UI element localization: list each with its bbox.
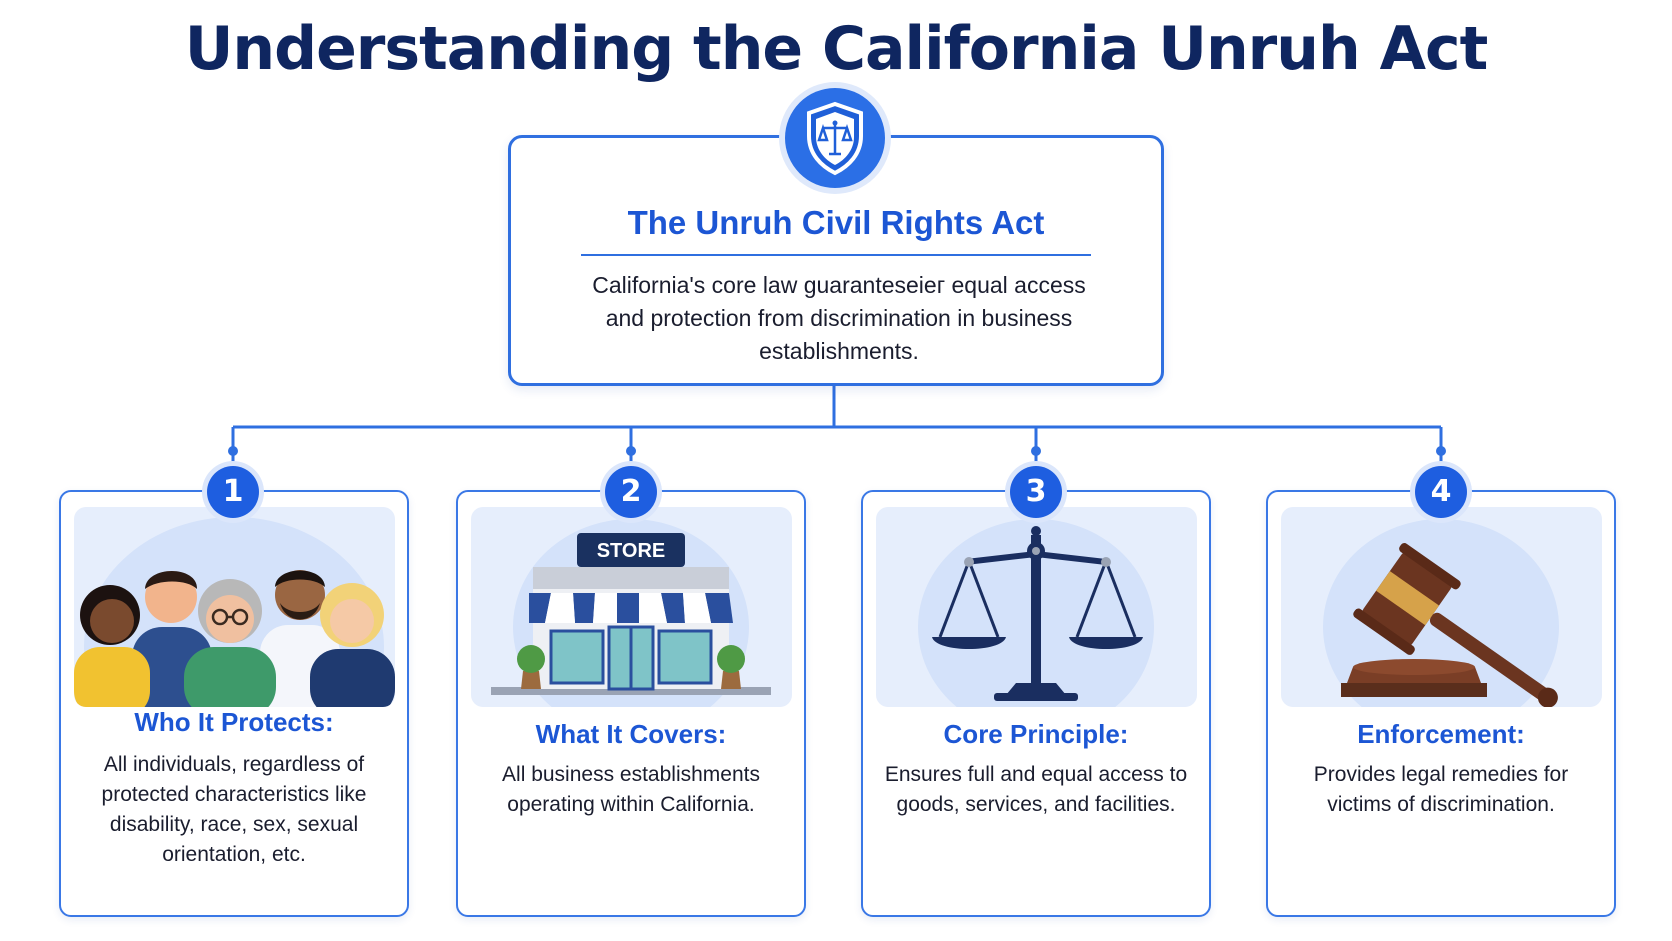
step-number-badge: 4: [1415, 466, 1467, 518]
central-card-title: The Unruh Civil Rights Act: [627, 204, 1045, 241]
card-description: All individuals, regardless of protected…: [101, 753, 367, 866]
people-group-illustration: [74, 507, 395, 707]
central-card-divider: [581, 254, 1091, 256]
card-what-it-covers: STORE What It Covers: All business estab…: [456, 490, 806, 917]
card-title: Who It Protects:: [134, 707, 334, 737]
card-who-it-protects: Who It Protects: All individuals, regard…: [59, 490, 409, 917]
storefront-illustration: STORE: [471, 507, 792, 707]
card-description: Ensures full and equal access to goods, …: [884, 763, 1188, 816]
card-title: What It Covers:: [535, 719, 727, 749]
step-number-badge: 2: [605, 466, 657, 518]
card-enforcement: Enforcement: Provides legal remedies for…: [1266, 490, 1616, 917]
card-core-principle: Core Principle: Ensures full and equal a…: [861, 490, 1211, 917]
gavel-illustration: [1281, 507, 1602, 707]
card-title: Core Principle:: [943, 719, 1129, 749]
page-title: Understanding the California Unruh Act: [184, 14, 1489, 84]
central-card-description: California's core law guaranteseiег equa…: [592, 272, 1086, 364]
shield-scales-icon: [785, 88, 885, 188]
card-description: Provides legal remedies for victims of d…: [1313, 763, 1569, 816]
store-sign-label: STORE: [597, 540, 666, 562]
card-title: Enforcement:: [1357, 719, 1525, 749]
step-number-badge: 3: [1010, 466, 1062, 518]
scales-of-justice-illustration: [876, 507, 1197, 707]
step-number-badge: 1: [207, 466, 259, 518]
card-description: All business establishments operating wi…: [502, 763, 760, 816]
